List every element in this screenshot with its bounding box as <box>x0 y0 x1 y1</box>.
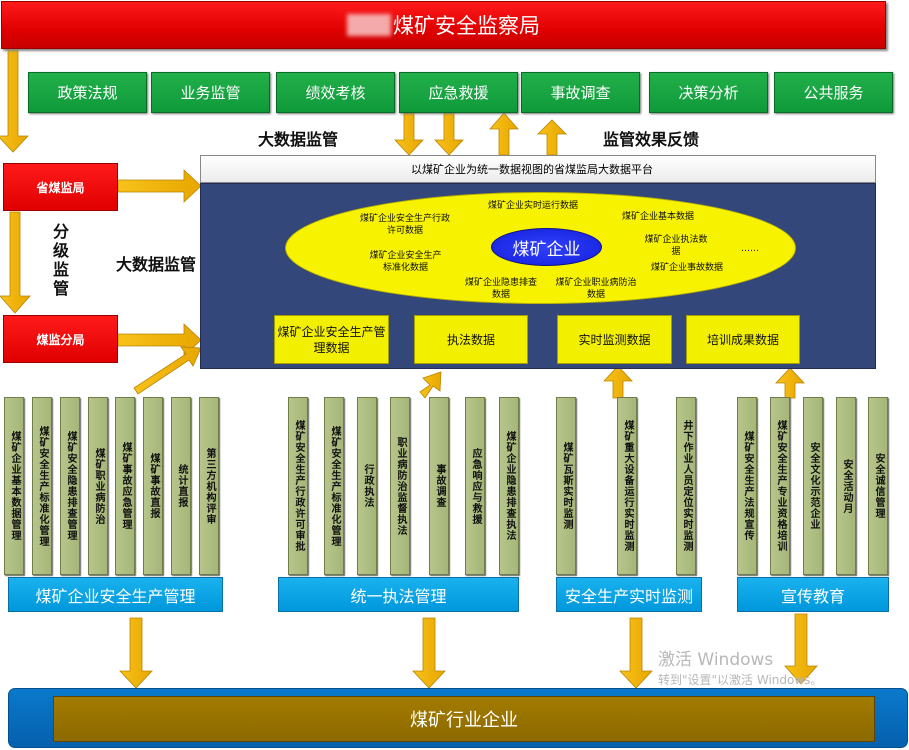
function-emergency[interactable]: 应急救援 <box>399 72 518 113</box>
function-supervision[interactable]: 业务监管 <box>151 72 270 113</box>
arrow-diagonal-enforcement-to-data <box>419 371 442 399</box>
column-g4-integrity[interactable]: 安全诚信管理 <box>868 397 888 575</box>
column-g2-administrative[interactable]: 行政执法 <box>357 397 377 575</box>
ellipse-item-accident: 煤矿企业事故数据 <box>650 263 723 273</box>
arrow-down-emergency-2 <box>434 112 464 156</box>
arrow-up-feedback-1 <box>489 112 519 156</box>
function-accident[interactable]: 事故调查 <box>521 72 640 113</box>
column-g1-hazard[interactable]: 煤矿安全隐患排查管理 <box>60 397 80 575</box>
provincial-bureau[interactable]: 省煤监局 <box>3 163 118 211</box>
agency-title: 煤矿安全监察局 <box>393 14 540 38</box>
activation-watermark-title: 激活 Windows <box>658 650 774 670</box>
label-feedback: 监管效果反馈 <box>603 130 700 149</box>
redacted-region <box>347 14 391 36</box>
function-public[interactable]: 公共服务 <box>774 72 893 113</box>
activation-watermark-hint: 转到"设置"以激活 Windows。 <box>658 673 823 687</box>
ellipse-item-occupational: 煤矿企业职业病防治数据 <box>555 278 637 300</box>
column-g1-third-party[interactable]: 第三方机构评审 <box>199 397 219 575</box>
data-box-training[interactable]: 培训成果数据 <box>686 315 800 364</box>
ellipse-item-enforcement: 煤矿企业执法数据 <box>644 235 708 257</box>
ellipse-item-hazard: 煤矿企业隐患排查数据 <box>464 278 537 300</box>
group-label-safety-management[interactable]: 煤矿企业安全生产管理 <box>8 577 223 612</box>
column-g1-emergency[interactable]: 煤矿事故应急管理 <box>115 397 135 575</box>
arrow-down-header-to-provincial <box>0 48 29 153</box>
column-g1-statistics[interactable]: 统计直报 <box>171 397 191 575</box>
column-g2-accident[interactable]: 事故调查 <box>429 397 449 575</box>
function-decision[interactable]: 决策分析 <box>649 72 768 113</box>
agency-header: 煤矿安全监察局 <box>1 1 886 49</box>
arrow-down-group1-to-enterprise <box>119 617 153 689</box>
label-big-data-side: 大数据监管 <box>116 255 197 274</box>
arrow-right-provincial-to-platform <box>117 169 202 203</box>
column-g3-gas[interactable]: 煤矿瓦斯实时监测 <box>556 397 576 575</box>
column-g2-license[interactable]: 煤矿安全生产行政许可审批 <box>288 397 308 575</box>
column-g4-regulation[interactable]: 煤矿安全生产法规宣传 <box>737 397 757 575</box>
arrow-down-group2-to-enterprise <box>412 617 446 689</box>
group-label-enforcement[interactable]: 统一执法管理 <box>278 577 519 612</box>
ellipse-item-basic: 煤矿企业基本数据 <box>621 212 694 222</box>
column-g1-occupational[interactable]: 煤矿职业病防治 <box>88 397 108 575</box>
column-g4-training[interactable]: 煤矿安全生产专业资格培训 <box>770 397 790 575</box>
arrow-down-emergency-1 <box>394 112 424 156</box>
ellipse-item-more: …… <box>741 244 759 254</box>
enterprise-bar[interactable]: 煤矿行业企业 <box>53 696 875 742</box>
data-box-safety-management[interactable]: 煤矿企业安全生产管理数据 <box>274 315 389 364</box>
function-performance[interactable]: 绩效考核 <box>276 72 395 113</box>
function-policy[interactable]: 政策法规 <box>28 72 147 113</box>
platform-title: 以煤矿企业为统一数据视图的省煤监局大数据平台 <box>200 155 876 183</box>
arrow-up-monitor-to-data <box>603 365 633 399</box>
arrow-right-branch-to-platform <box>117 323 202 357</box>
column-g2-emergency[interactable]: 应急响应与救援 <box>465 397 485 575</box>
label-tiered: 分级监管 <box>53 222 70 298</box>
ellipse-item-standardization: 煤矿企业安全生产标准化数据 <box>369 251 442 273</box>
column-g4-activity[interactable]: 安全活动月 <box>836 397 856 575</box>
column-g1-basic-data[interactable]: 煤矿企业基本数据管理 <box>4 397 24 575</box>
column-g4-culture[interactable]: 安全文化示范企业 <box>803 397 823 575</box>
data-box-enforcement[interactable]: 执法数据 <box>414 315 528 364</box>
label-big-data-top: 大数据监管 <box>258 130 339 149</box>
column-g2-standardization[interactable]: 煤矿安全生产标准化管理 <box>324 397 344 575</box>
column-g1-accident-report[interactable]: 煤矿事故直报 <box>143 397 163 575</box>
ellipse-item-license: 煤矿企业安全生产行政许可数据 <box>360 214 451 236</box>
column-g3-equipment[interactable]: 煤矿重大设备运行实时监测 <box>617 397 637 575</box>
column-g1-standardization[interactable]: 煤矿安全生产标准化管理 <box>32 397 52 575</box>
column-g2-hazard[interactable]: 煤矿企业隐患排查执法 <box>499 397 519 575</box>
arrow-diagonal-columns-to-platform <box>133 346 202 395</box>
branch-bureau[interactable]: 煤监分局 <box>3 315 118 363</box>
ellipse-item-realtime: 煤矿企业实时运行数据 <box>487 201 578 211</box>
group-label-education[interactable]: 宣传教育 <box>737 577 889 612</box>
arrow-down-group3-to-enterprise <box>619 617 653 689</box>
data-box-monitoring[interactable]: 实时监测数据 <box>557 315 672 364</box>
core-enterprise[interactable]: 煤矿企业 <box>491 228 602 266</box>
arrow-down-provincial-to-branch <box>0 211 31 314</box>
column-g2-occupational[interactable]: 职业病防治监督执法 <box>390 397 410 575</box>
column-g3-personnel[interactable]: 井下作业人员定位实时监测 <box>676 397 696 575</box>
group-label-monitoring[interactable]: 安全生产实时监测 <box>556 577 702 612</box>
arrow-up-edu-to-data <box>775 367 805 399</box>
arrow-up-feedback-2 <box>537 119 567 156</box>
